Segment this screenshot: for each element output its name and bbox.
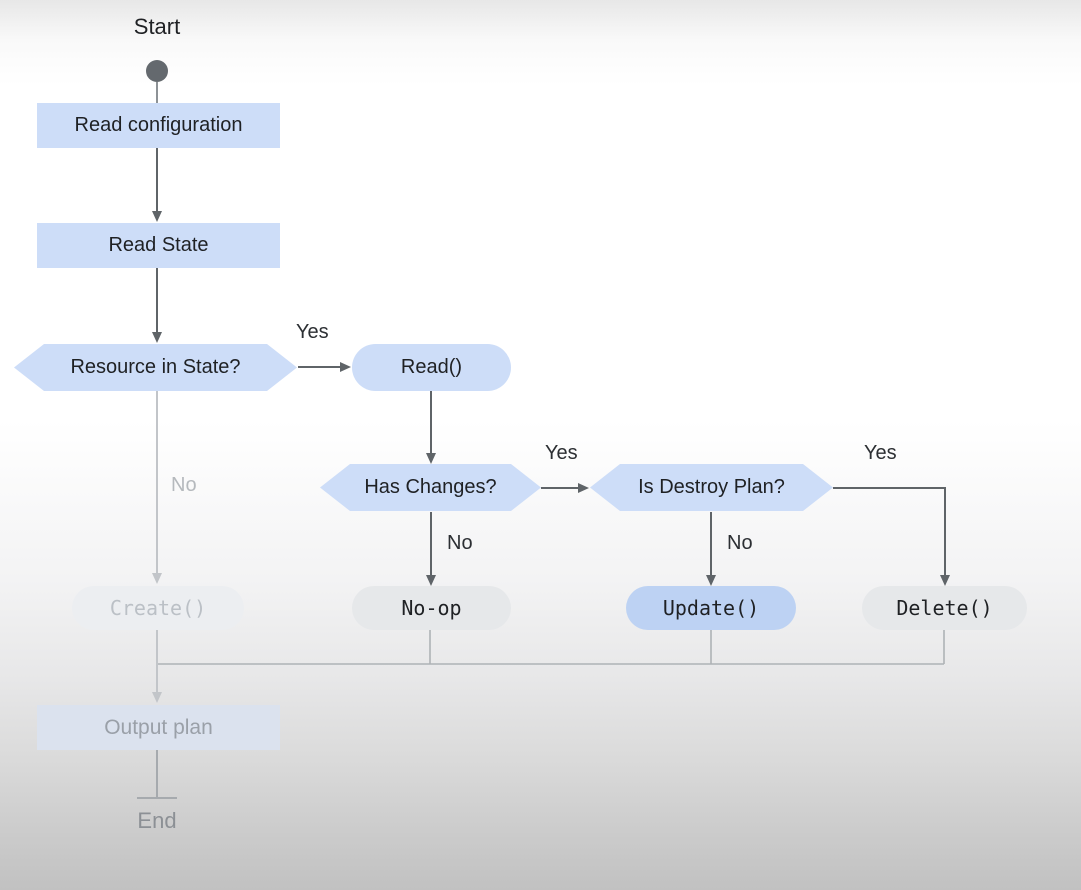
edge-label-destroy-no: No <box>727 532 753 554</box>
node-read-configuration: Read configuration <box>37 103 280 148</box>
start-dot <box>146 60 168 82</box>
node-no-op: No-op <box>352 586 511 630</box>
end-label: End <box>137 808 177 833</box>
edge-label-destroy-yes: Yes <box>864 442 897 464</box>
node-update-fn: Update() <box>626 586 796 630</box>
node-create-fn: Create() <box>72 586 244 630</box>
node-resource-in-state: Resource in State? <box>14 344 297 391</box>
edge-label-changes-yes: Yes <box>545 442 578 464</box>
edge-label-changes-no: No <box>447 532 473 554</box>
edge-destroy-yes-to-delete <box>833 487 950 586</box>
edge-label-resource-no: No <box>171 474 197 496</box>
node-is-destroy-plan: Is Destroy Plan? <box>590 464 833 511</box>
node-output-plan: Output plan <box>37 705 280 750</box>
edge-label-resource-yes: Yes <box>296 321 329 343</box>
node-read-state: Read State <box>37 223 280 268</box>
node-delete-fn: Delete() <box>862 586 1027 630</box>
node-has-changes: Has Changes? <box>320 464 541 511</box>
start-label: Start <box>133 14 181 39</box>
node-read-fn: Read() <box>352 344 511 391</box>
